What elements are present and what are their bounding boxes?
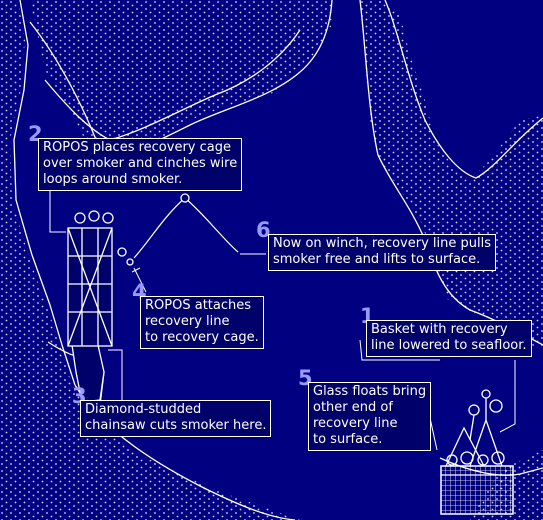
callout-leaders xyxy=(49,180,516,451)
step-5-label: Glass floats bring other end of recovery… xyxy=(308,382,432,451)
recovery-line-float xyxy=(180,193,190,203)
recovery-line xyxy=(133,197,239,259)
left-rock-wall xyxy=(0,0,300,520)
inner-ridge-outline xyxy=(44,29,301,141)
step-1-label: Basket with recovery line lowered to sea… xyxy=(366,320,532,357)
left-wall-outline xyxy=(13,0,76,386)
step-6-number: 6 xyxy=(256,218,271,242)
step-6-label: Now on winch, recovery line pulls smoker… xyxy=(268,234,497,271)
pinnacle-inner-outline xyxy=(384,0,543,179)
recovery-basket xyxy=(440,389,514,515)
step-4-label: ROPOS attaches recovery line to recovery… xyxy=(140,296,264,349)
step-2-label: ROPOS places recovery cage over smoker a… xyxy=(38,138,243,191)
step-3-label: Diamond-studded chainsaw cuts smoker her… xyxy=(80,400,272,437)
right-pinnacle xyxy=(360,0,543,350)
recovery-cage xyxy=(67,210,134,347)
top-rock-band xyxy=(30,0,335,160)
upper-ridge-outline xyxy=(29,0,333,154)
